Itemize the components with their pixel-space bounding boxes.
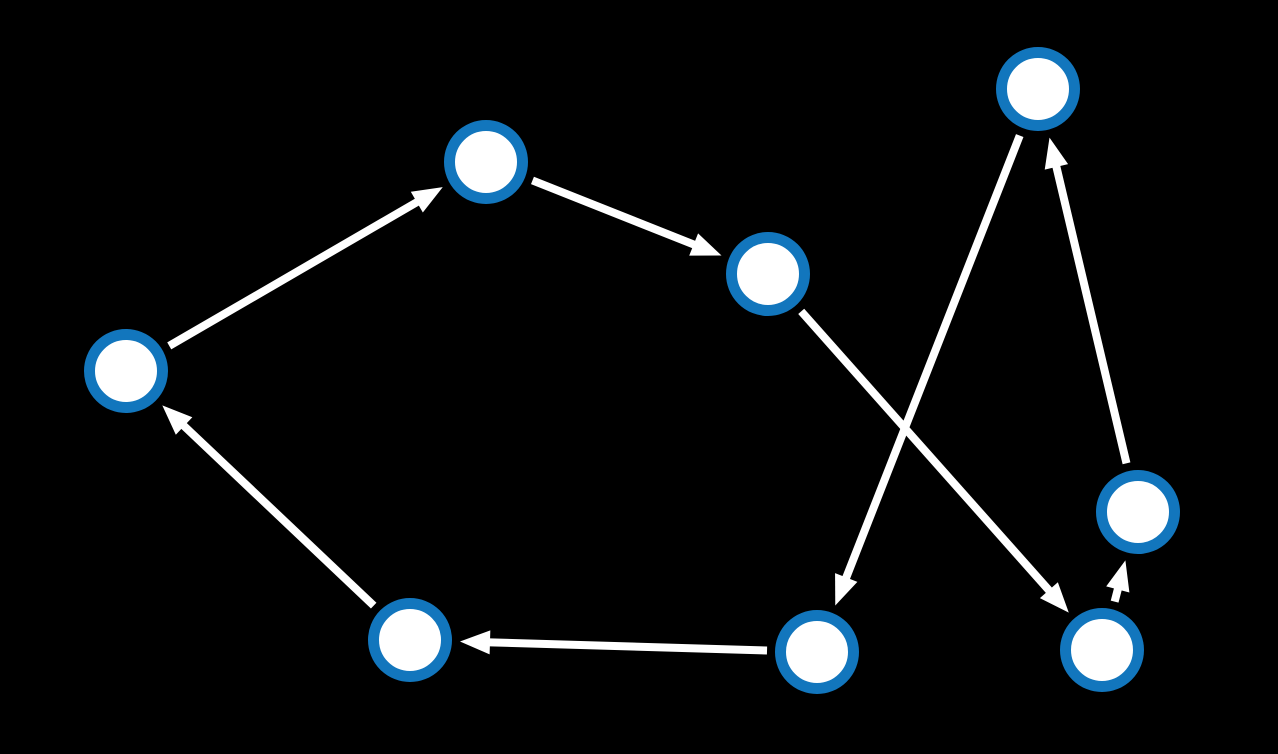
graph-edge-arrowhead xyxy=(1044,137,1069,170)
graph-edge-shaft xyxy=(841,134,1024,583)
graph-node-node-bottom-mid-left xyxy=(368,598,452,682)
graph-edge-shaft xyxy=(798,308,1055,596)
graph-edge-shaft xyxy=(1051,162,1131,465)
graph-node-node-right xyxy=(1096,470,1180,554)
graph-edge-arrowhead xyxy=(835,573,858,606)
graph-edge-arrowhead xyxy=(410,187,443,213)
graph-edge-shaft xyxy=(530,176,699,250)
graph-edge-shaft xyxy=(485,638,768,655)
graph-node-node-left xyxy=(84,329,168,413)
graph-edge-arrowhead xyxy=(459,630,491,655)
graph-edge-shaft xyxy=(178,420,377,609)
graph-edge-arrowhead xyxy=(689,233,722,256)
graph-node-node-bottom-right xyxy=(1060,608,1144,692)
graph-node-node-top-right xyxy=(996,47,1080,131)
graph-edge-arrowhead xyxy=(162,405,193,435)
graph-edge-arrowhead xyxy=(1106,560,1130,593)
graph-node-node-top-mid-left xyxy=(444,120,528,204)
graph-node-node-bottom-mid-right xyxy=(775,610,859,694)
graph-node-node-middle xyxy=(726,232,810,316)
graph-edge-shaft xyxy=(167,196,423,350)
graph-edge-arrowhead xyxy=(1039,582,1069,613)
